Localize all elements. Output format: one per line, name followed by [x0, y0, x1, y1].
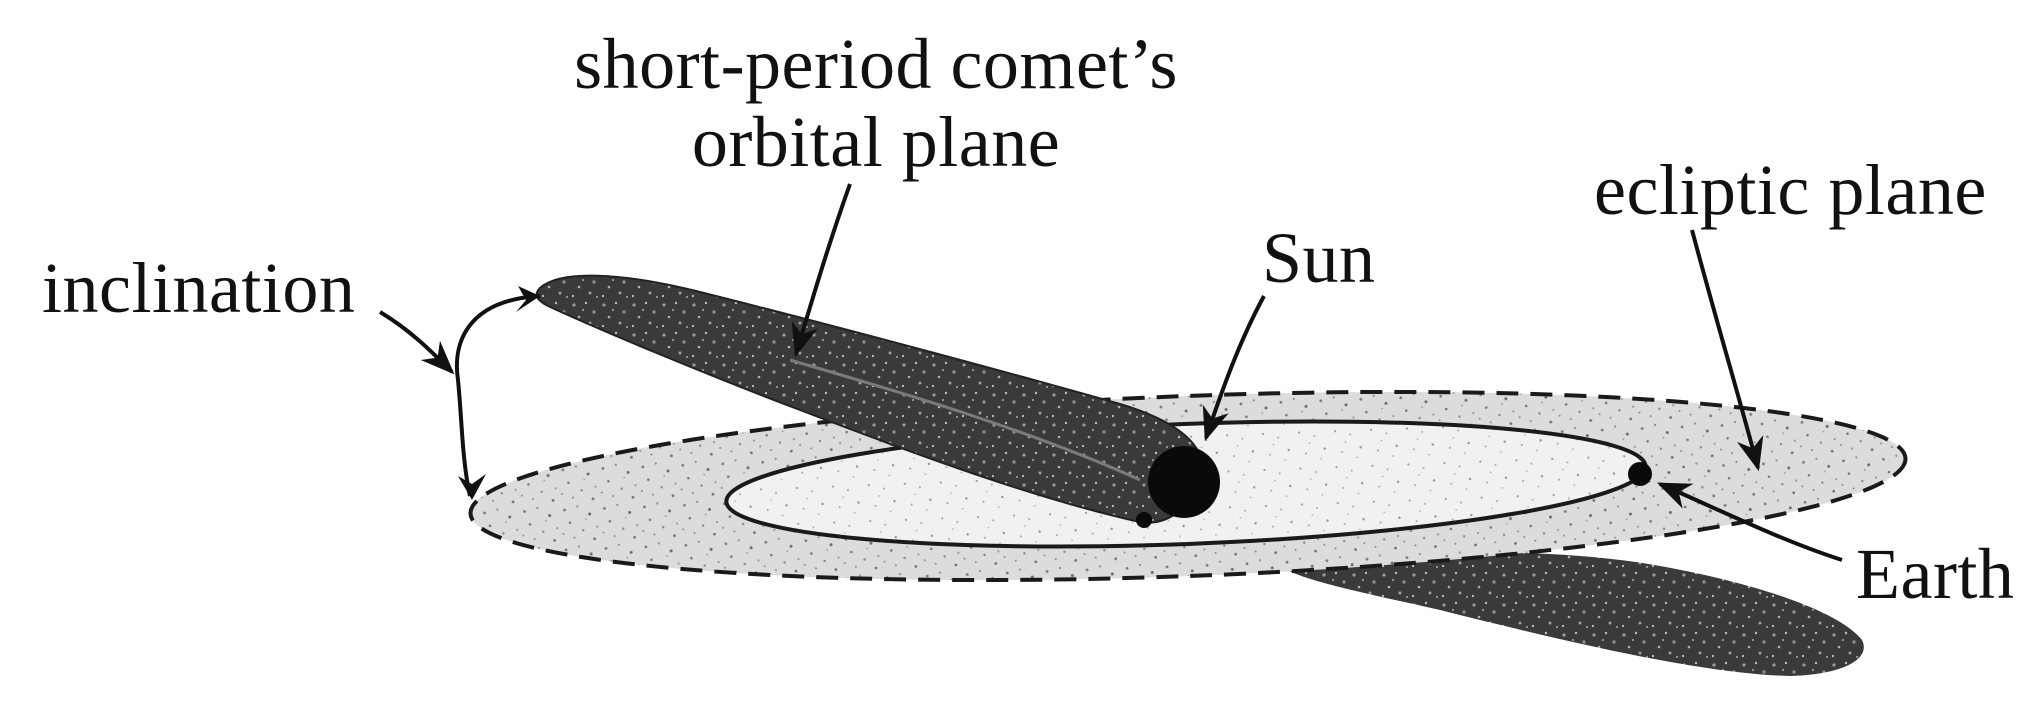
inclination-arrowhead-bottom	[458, 474, 486, 500]
comet-plane-label-line1: short-period comet’s	[574, 24, 1178, 104]
earth-pointer-arrow	[1656, 482, 1843, 562]
ecliptic-pointer-arrow	[1690, 229, 1764, 472]
sun-label: Sun	[1262, 218, 1376, 298]
sun-pointer-arrow	[1202, 295, 1266, 442]
inclination-arc	[455, 294, 541, 497]
comet-perihelion-dot	[1136, 512, 1152, 528]
inclination-pointer-arrow	[378, 310, 455, 375]
comet-orbit-line	[789, 358, 1141, 482]
sun	[1148, 446, 1220, 518]
inclination-arrowhead-top	[516, 286, 540, 312]
ecliptic-plane-label: ecliptic plane	[1594, 150, 1987, 230]
inclination-label: inclination	[42, 248, 355, 328]
earth-label: Earth	[1856, 534, 2014, 614]
comet-plane-lower-lobe	[1280, 552, 1864, 676]
earth	[1628, 462, 1652, 486]
comet-plane-label-line2: orbital plane	[692, 102, 1060, 182]
comet-plane-pointer-arrow	[791, 183, 852, 358]
